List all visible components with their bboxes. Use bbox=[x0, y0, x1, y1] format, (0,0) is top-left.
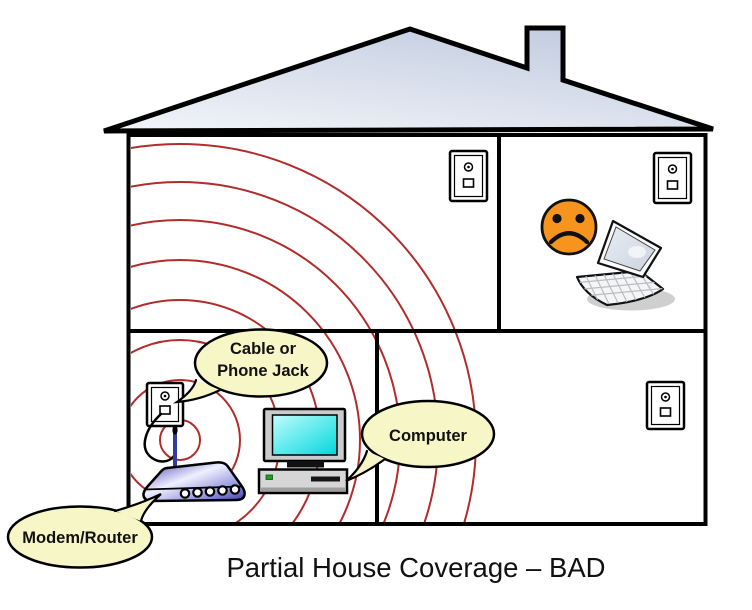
laptop-screen-glare bbox=[628, 246, 646, 258]
case-bottom-shade bbox=[261, 487, 345, 492]
callout-modem-router: Modem/Router bbox=[6, 493, 162, 569]
modem-router-icon bbox=[142, 425, 246, 503]
power-led bbox=[265, 474, 273, 480]
wall-jack-icon-upper-left bbox=[448, 149, 489, 203]
callout-jack-label-line2: Phone Jack bbox=[217, 362, 310, 380]
disk-slot bbox=[311, 476, 340, 482]
diagram-caption: Partial House Coverage – BAD bbox=[226, 552, 605, 583]
callout-cable-or-phone-jack: Cable or Phone Jack bbox=[172, 328, 329, 404]
callout-computer: Computer bbox=[345, 399, 496, 483]
jack-to-router-cable bbox=[143, 412, 175, 463]
callout-jack-label-line1: Cable or bbox=[230, 340, 297, 358]
wall-jack-icon-lower-right bbox=[645, 380, 686, 431]
router-lights bbox=[179, 484, 241, 499]
monitor-screen bbox=[271, 414, 338, 456]
wifi-wave-arc bbox=[131, 259, 361, 522]
router-antenna-tip bbox=[172, 425, 178, 435]
laptop-icon bbox=[575, 219, 675, 311]
phone-jack-icon bbox=[145, 381, 185, 428]
house-roof bbox=[103, 25, 714, 134]
monitor-stand bbox=[287, 461, 324, 468]
sad-face-icon bbox=[540, 198, 598, 256]
laptop-keys bbox=[577, 271, 663, 305]
callout-computer-label: Computer bbox=[389, 427, 467, 445]
desktop-computer-icon bbox=[257, 407, 349, 495]
callout-router-label: Modem/Router bbox=[22, 529, 138, 547]
wall-jack-icon-upper-right bbox=[652, 151, 693, 205]
